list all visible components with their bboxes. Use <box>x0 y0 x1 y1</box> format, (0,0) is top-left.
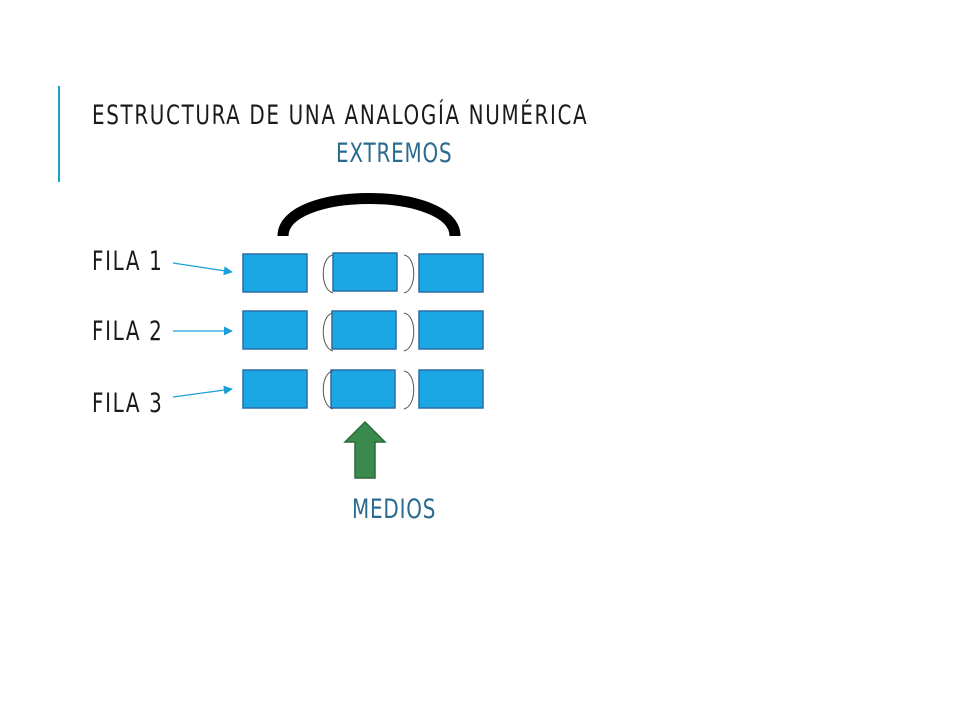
row2-right-bracket <box>403 312 415 352</box>
means-up-arrow-icon <box>343 420 387 479</box>
row1-box-right <box>418 253 484 293</box>
extremes-label: EXTREMOS <box>336 138 453 169</box>
row1-pointer-arrow-icon <box>172 262 233 276</box>
row3-left-bracket <box>322 370 334 410</box>
row3-pointer-arrow-icon <box>172 385 233 398</box>
row1-box-middle <box>332 252 398 292</box>
row2-box-right <box>418 310 484 350</box>
row-label-2: FILA 2 <box>92 316 164 347</box>
slide-title: ESTRUCTURA DE UNA ANALOGÍA NUMÉRICA <box>92 100 589 131</box>
row1-right-bracket <box>403 254 415 294</box>
row2-box-middle <box>331 310 397 350</box>
extremes-arc-icon <box>277 193 461 237</box>
title-accent-bar <box>58 86 60 182</box>
row3-box-middle <box>330 369 396 409</box>
row2-left-bracket <box>322 312 334 352</box>
row1-left-bracket <box>322 254 334 294</box>
row-label-3: FILA 3 <box>92 388 164 419</box>
row3-right-bracket <box>403 370 415 410</box>
row-label-1: FILA 1 <box>92 246 164 277</box>
row3-box-left <box>242 369 308 409</box>
means-label: MEDIOS <box>352 494 437 525</box>
row1-box-left <box>242 253 308 293</box>
row3-box-right <box>418 369 484 409</box>
row2-box-left <box>242 310 308 350</box>
